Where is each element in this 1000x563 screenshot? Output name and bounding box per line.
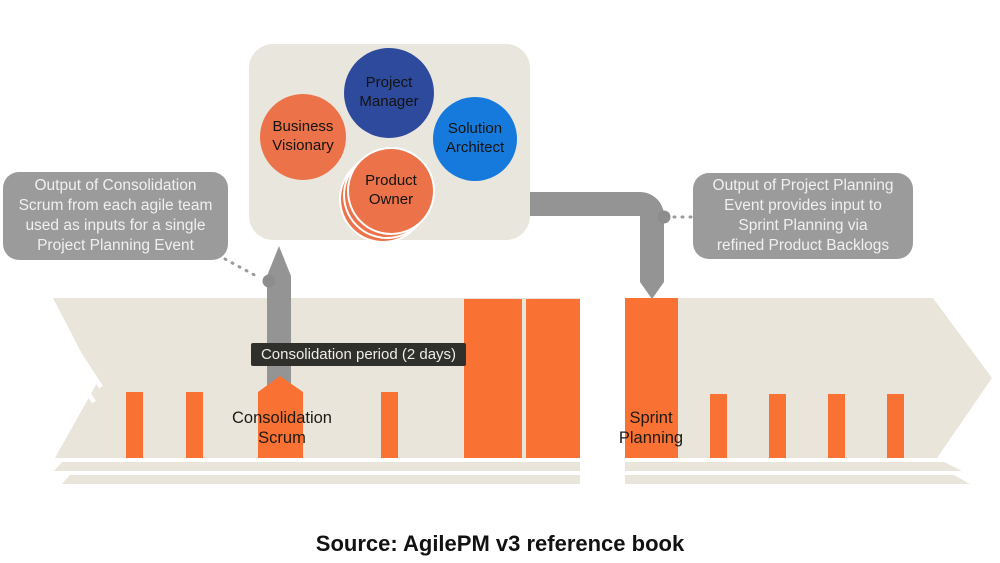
product-owner-circle: Product Owner — [347, 147, 435, 235]
consolidation-output-callout: Output of Consolidation Scrum from each … — [3, 172, 228, 260]
sprint-bar — [710, 394, 727, 458]
project-planning-block — [464, 299, 522, 458]
timeline-band-left — [53, 298, 580, 458]
project-planning-block — [526, 299, 580, 458]
business-visionary-circle: Business Visionary — [260, 94, 346, 180]
band-layer — [625, 475, 970, 484]
sprint-planning-bar — [625, 298, 678, 458]
solution-architect-label: Solution Architect — [445, 120, 505, 156]
project-manager-circle: Project Manager — [344, 48, 434, 138]
project-manager-label: Project Manager — [359, 74, 419, 110]
sprint-bar — [769, 394, 786, 458]
band-layer — [62, 475, 580, 484]
sprint-bar — [887, 394, 904, 458]
project-planning-output-callout-text: Output of Project Planning Event provide… — [712, 177, 894, 254]
source-caption: Source: AgilePM v3 reference book — [315, 531, 685, 556]
sprint-bar — [828, 394, 845, 458]
sprint-planning-label: Sprint Planning — [618, 409, 684, 447]
band-tail-stripe — [48, 307, 103, 389]
product-owner-label: Product Owner — [365, 172, 417, 208]
band-layer — [54, 462, 580, 471]
solution-architect-circle: Solution Architect — [433, 97, 517, 181]
sprint-bar — [186, 392, 203, 458]
business-visionary-label: Business Visionary — [272, 118, 334, 154]
consolidation-scrum-bar — [258, 376, 303, 458]
consolidation-scrum-label: Consolidation Scrum — [232, 409, 332, 447]
band-tail-stripe — [41, 322, 96, 404]
connector-dot-marker — [262, 274, 276, 288]
sprint-bar — [381, 392, 398, 458]
band-layer — [625, 462, 962, 471]
consolidation-output-callout-text: Output of Consolidation Scrum from each … — [18, 177, 213, 254]
project-planning-output-callout: Output of Project Planning Event provide… — [693, 173, 913, 259]
connector-dot-marker — [657, 210, 671, 224]
consolidation-period-badge: Consolidation period (2 days) — [251, 343, 466, 366]
dotted-leader-line — [223, 257, 262, 280]
elbow-arrow-connector — [528, 192, 664, 299]
sprint-bar — [126, 392, 143, 458]
